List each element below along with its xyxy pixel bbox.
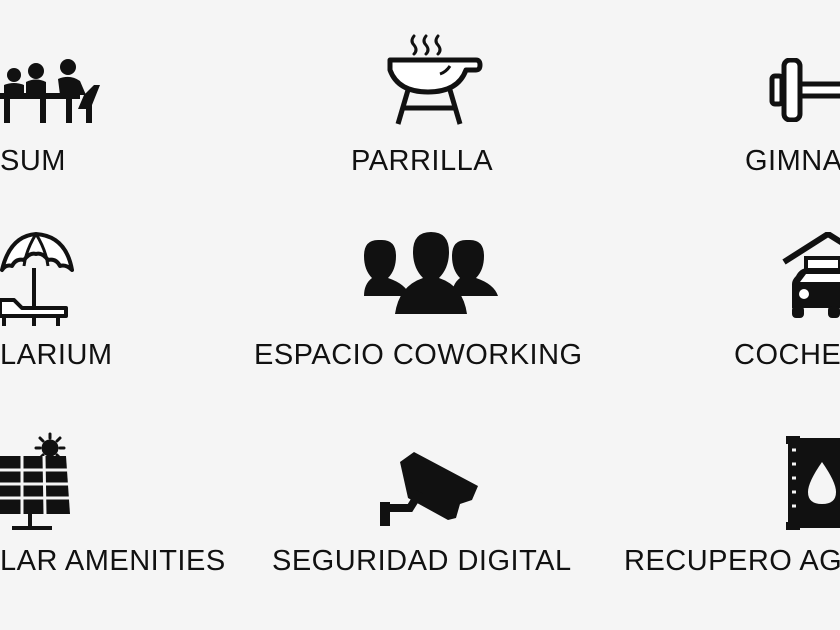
people-group-icon	[358, 232, 504, 314]
amenity-label-sum: SUM	[0, 145, 66, 177]
amenity-label-solarium: LARIUM	[0, 339, 113, 371]
dumbbell-icon	[768, 58, 840, 122]
amenity-label-recupero-agua: RECUPERO AG	[624, 545, 840, 577]
amenity-label-parrilla: PARRILLA	[351, 145, 494, 177]
grill-icon	[386, 32, 484, 128]
meeting-table-icon	[0, 55, 104, 125]
amenity-label-gimnasio: GIMNA	[745, 145, 840, 177]
amenity-label-cochera: COCHE	[734, 339, 840, 371]
water-tank-icon	[786, 434, 840, 530]
amenity-label-solar-amenities: LAR AMENITIES	[0, 545, 226, 577]
security-camera-icon	[380, 450, 480, 530]
beach-umbrella-icon	[0, 232, 76, 328]
garage-car-icon	[782, 232, 840, 320]
solar-panel-icon	[0, 432, 74, 532]
amenity-label-espacio-coworking: ESPACIO COWORKING	[254, 339, 583, 371]
amenity-label-seguridad-digital: SEGURIDAD DIGITAL	[272, 545, 572, 577]
